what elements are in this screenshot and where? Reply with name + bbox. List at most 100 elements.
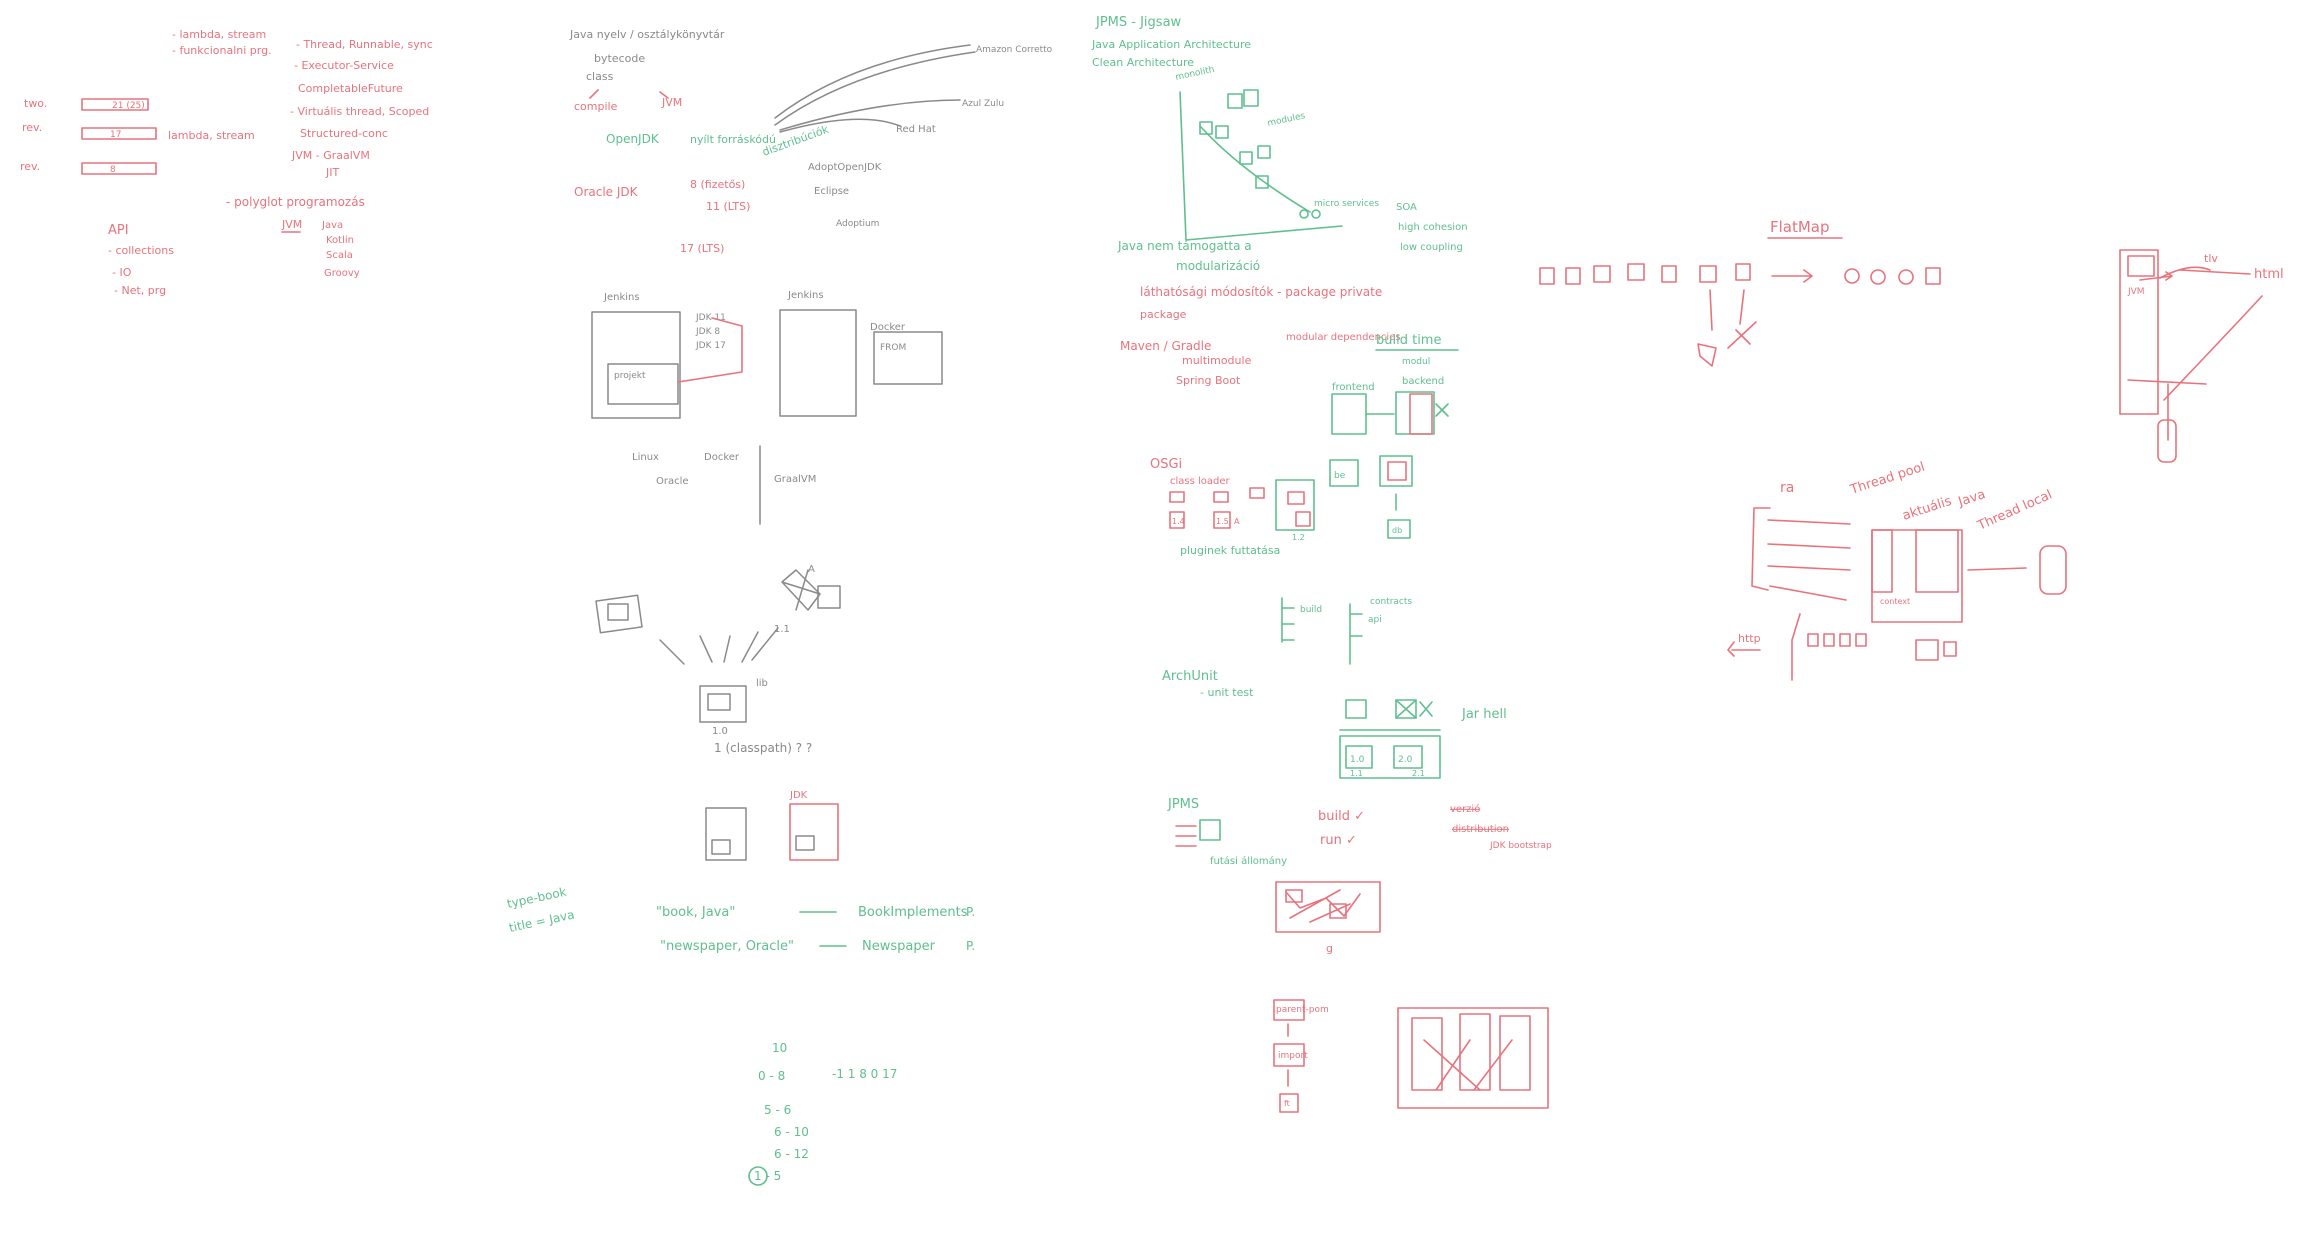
note-n1-5: 1 - 5 (754, 1169, 781, 1183)
note-build-ok: build ✓ (1318, 809, 1365, 824)
queue-box-3 (1839, 633, 1851, 647)
cl-box-2 (1169, 511, 1185, 529)
jpms-arrows (1175, 825, 1197, 847)
note-structured: Structured-conc (300, 127, 388, 140)
note-ra: ra (1780, 480, 1794, 496)
note-book-java: "book, Java" (656, 905, 735, 920)
be-box (1329, 459, 1359, 487)
thread-stack (1871, 529, 1893, 593)
note-oracle-2: Oracle (656, 476, 689, 487)
backend-box (1395, 391, 1435, 435)
note-contracts: contracts (1370, 597, 1412, 607)
parent-pom-box (1273, 999, 1305, 1021)
backend-cross (1435, 403, 1449, 417)
note-graal: GraalVM (774, 474, 816, 485)
note-jdk11b: JDK 11 (695, 313, 726, 323)
note-jdk17b: JDK 17 (695, 341, 726, 351)
note-soa: SOA (1396, 202, 1417, 213)
jdk-box-left (705, 807, 747, 861)
note-api-layer: api (1368, 615, 1382, 625)
note-lathatosag: láthatósági módosítók - package private (1140, 285, 1382, 299)
backend-inner (1409, 393, 1433, 435)
note-linux: Linux (632, 452, 659, 463)
request-bracket (1751, 507, 1771, 591)
note-build-layer: build (1300, 605, 1322, 615)
note-thread: - Thread, Runnable, sync (296, 38, 433, 51)
version-bar-3 (81, 162, 157, 175)
note-threadpool: Thread pool (1848, 460, 1927, 498)
note-licenc: 8 (fizetős) (690, 178, 745, 191)
arch-axes (1179, 91, 1343, 241)
note-jarhell: Jar hell (1461, 707, 1507, 722)
note-api: API (108, 223, 129, 238)
module-tree-box (1397, 1007, 1549, 1109)
micro-dot-2 (1311, 209, 1321, 219)
http-arrow (1727, 641, 1761, 657)
row-label-two: two. (24, 97, 47, 110)
mono-box-1 (1227, 93, 1243, 109)
queue-box-2 (1823, 633, 1835, 647)
stream-elem-7 (1735, 263, 1751, 281)
mono-box-2 (1243, 89, 1259, 107)
static-curve (2163, 295, 2263, 401)
note-v11: 1.1 (774, 624, 790, 635)
note-p1: P. (966, 905, 975, 919)
jar-cross-2 (1419, 701, 1433, 717)
note-zulu: Azul Zulu (962, 99, 1004, 109)
flat-elem-3 (1898, 269, 1914, 285)
note-tlv: tlv (2204, 252, 2218, 265)
tree-edges (1423, 1039, 1513, 1091)
graph-node-2 (1329, 903, 1347, 919)
note-import: import (1278, 1051, 1308, 1061)
note-archunit: ArchUnit (1162, 669, 1218, 684)
note-jaa: Java Application Architecture (1091, 38, 1251, 51)
note-jvm: JVM (281, 218, 302, 231)
note-letter-a: A (1234, 517, 1240, 526)
note-kotlin: Kotlin (326, 235, 354, 246)
note-lambda-2: lambda, stream (168, 129, 255, 142)
note-book-impl: BookImplements (858, 905, 968, 920)
note-clean: Clean Architecture (1092, 56, 1194, 69)
note-osgi: OSGi (1150, 457, 1182, 472)
note-jvm-c2: JVM (661, 96, 682, 109)
note-collections: - collections (108, 244, 174, 257)
jpms-notes: JPMS - Jigsaw Java Application Architect… (1091, 15, 1552, 1113)
jvm-top-box (2127, 255, 2155, 277)
flatmap-down-arrows (1709, 289, 1745, 331)
java-history-notes: - lambda, stream - funkcionalni prg. - T… (20, 28, 433, 297)
note-n15: 1.5 (1216, 517, 1229, 526)
note-openjdk: OpenJDK (606, 132, 660, 146)
note-n5-6: 5 - 6 (764, 1103, 791, 1117)
note-g: g (1326, 942, 1333, 955)
note-java-nyelv: Java nyelv / osztálykönyvtár (569, 28, 725, 41)
module-crossed-box (817, 585, 841, 609)
lib-box (699, 685, 747, 723)
jar-cross-1 (1395, 699, 1417, 719)
worker-box (1915, 529, 1959, 593)
note-jdk: JDK (789, 790, 808, 801)
html-arrow (2179, 269, 2251, 275)
stream-elem-1 (1539, 267, 1555, 285)
note-news-oracle: "newspaper, Oracle" (660, 939, 794, 954)
cl-box-3 (1213, 491, 1229, 503)
note-lib: lib (756, 678, 768, 689)
mod-box-4 (1257, 145, 1271, 159)
note-from: FROM (880, 343, 906, 353)
note-jpms-2: JPMS (1167, 797, 1199, 812)
compile-arrows (589, 89, 669, 99)
queue-box-1 (1807, 633, 1819, 647)
note-run-ok: run ✓ (1320, 833, 1357, 848)
graph-node-1 (1285, 889, 1303, 903)
note-be: be (1334, 471, 1346, 481)
note-spring: Spring Boot (1176, 374, 1241, 387)
mod-box-2 (1215, 125, 1229, 139)
stream-elem-3 (1593, 265, 1611, 283)
tree-col-3 (1499, 1015, 1531, 1091)
note-scala: Scala (326, 250, 353, 261)
note-build-time: build time (1376, 333, 1441, 348)
tree-col-1 (1411, 1017, 1443, 1091)
note-modular-dep: modular dependencies (1286, 332, 1401, 343)
module-box-left (595, 594, 643, 634)
stream-elem-5 (1661, 265, 1677, 283)
